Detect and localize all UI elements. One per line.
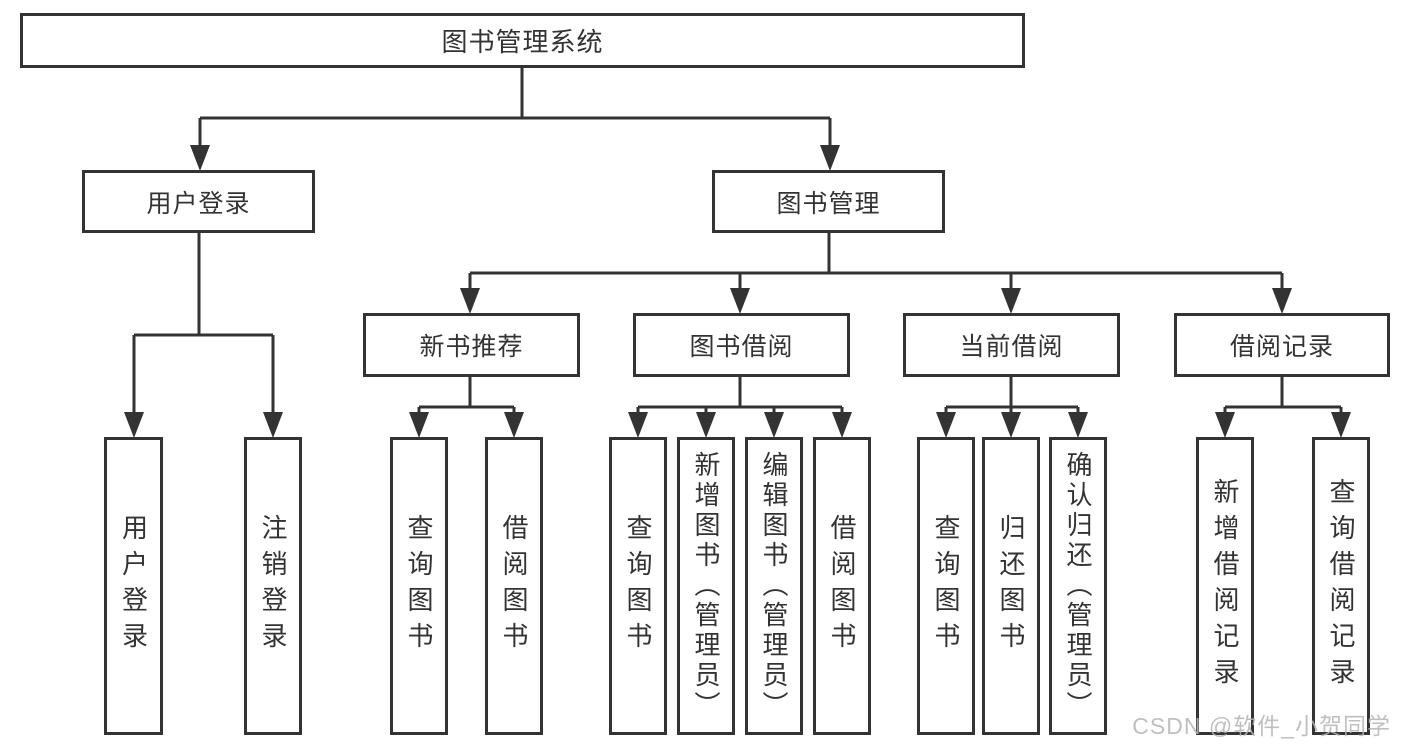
leaf-recommend-borrow-book-label: 借阅图书	[499, 514, 529, 658]
node-borrow-record-label: 借阅记录	[1229, 333, 1334, 361]
node-root: 图书管理系统	[20, 13, 1025, 68]
node-user-login-label: 用户登录	[146, 189, 251, 218]
leaf-edit-book-admin: 编辑图书（管理员）	[745, 437, 803, 735]
leaf-return-book: 归还图书	[982, 437, 1040, 735]
leaf-borrow-query-book-label: 查询图书	[623, 514, 653, 658]
leaf-recommend-query-book: 查询图书	[390, 437, 448, 735]
leaf-confirm-return-admin: 确认归还（管理员）	[1049, 437, 1107, 735]
leaf-add-book-admin-label: 新增图书（管理员）	[691, 451, 721, 721]
csdn-watermark: CSDN @软件_小贺同学	[1132, 713, 1391, 739]
leaf-user-login-label: 用户登录	[118, 514, 149, 658]
node-root-label: 图书管理系统	[441, 27, 604, 57]
leaf-current-query-book-label: 查询图书	[931, 514, 961, 658]
leaf-confirm-return-admin-label: 确认归还（管理员）	[1063, 451, 1093, 721]
leaf-return-book-label: 归还图书	[996, 514, 1026, 658]
leaf-recommend-borrow-book: 借阅图书	[485, 437, 543, 735]
leaf-add-borrow-record-label: 新增借阅记录	[1210, 478, 1240, 694]
node-current-borrow: 当前借阅	[903, 313, 1120, 377]
leaf-query-borrow-record-label: 查询借阅记录	[1326, 478, 1356, 694]
node-user-login: 用户登录	[82, 170, 315, 233]
leaf-logout: 注销登录	[244, 437, 302, 735]
node-new-book-recommend: 新书推荐	[363, 313, 580, 377]
node-borrow-record: 借阅记录	[1174, 313, 1390, 377]
leaf-add-borrow-record: 新增借阅记录	[1196, 437, 1254, 735]
node-book-borrow-label: 图书借阅	[689, 333, 794, 361]
leaf-logout-label: 注销登录	[258, 514, 288, 658]
leaf-recommend-query-book-label: 查询图书	[404, 514, 434, 658]
leaf-edit-book-admin-label: 编辑图书（管理员）	[759, 451, 789, 721]
leaf-query-borrow-record: 查询借阅记录	[1312, 437, 1370, 735]
leaf-borrow-query-book: 查询图书	[609, 437, 667, 735]
node-new-book-recommend-label: 新书推荐	[419, 333, 524, 361]
leaf-current-query-book: 查询图书	[917, 437, 975, 735]
node-book-management: 图书管理	[712, 170, 945, 233]
leaf-user-login: 用户登录	[104, 437, 163, 735]
arrowhead-icons	[124, 145, 1351, 438]
node-current-borrow-label: 当前借阅	[959, 333, 1064, 361]
leaf-add-book-admin: 新增图书（管理员）	[677, 437, 735, 735]
leaf-borrow-book: 借阅图书	[813, 437, 871, 735]
node-book-management-label: 图书管理	[776, 189, 881, 218]
node-book-borrow: 图书借阅	[633, 313, 850, 377]
leaf-borrow-book-label: 借阅图书	[827, 514, 857, 658]
